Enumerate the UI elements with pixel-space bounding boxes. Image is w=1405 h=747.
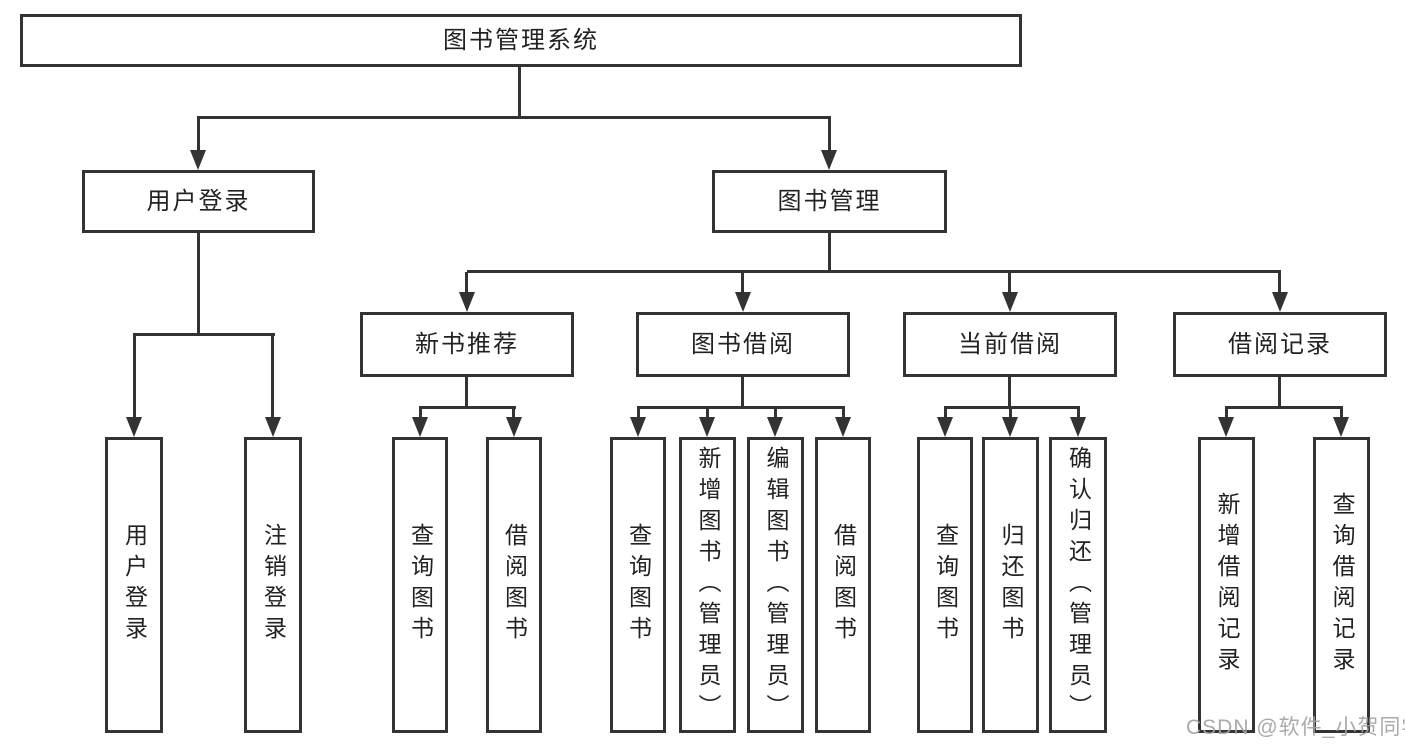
arrow-down-icon	[459, 292, 475, 312]
connector-line	[133, 335, 136, 419]
arrow-down-icon	[190, 150, 206, 170]
node-current-borrowing-label: 当前借阅	[958, 330, 1062, 358]
leaf-add-book-admin: 新增图书（管理员）	[679, 437, 736, 733]
connector-line	[828, 118, 831, 152]
node-current-borrowing: 当前借阅	[903, 312, 1117, 377]
node-user-login: 用户登录	[82, 170, 315, 233]
connector-line	[637, 406, 845, 409]
connector-line	[1008, 377, 1011, 408]
leaf-logout: 注销登录	[244, 437, 302, 733]
connector-line	[197, 116, 831, 119]
leaf-user-login: 用户登录	[105, 437, 163, 733]
arrow-down-icon	[937, 417, 953, 437]
leaf-add-borrow-record: 新增借阅记录	[1198, 437, 1255, 733]
connector-line	[1008, 272, 1011, 294]
connector-line	[706, 408, 709, 419]
leaf-return-book: 归还图书	[982, 437, 1039, 733]
arrow-down-icon	[767, 417, 783, 437]
connector-line	[1225, 408, 1228, 419]
node-user-login-label: 用户登录	[146, 187, 251, 215]
leaf-borrow-book-recommend-label: 借阅图书	[501, 523, 528, 647]
leaf-query-book-current: 查询图书	[917, 437, 973, 733]
connector-line	[465, 272, 468, 294]
arrow-down-icon	[1002, 292, 1018, 312]
arrow-down-icon	[1070, 417, 1086, 437]
node-book-management: 图书管理	[712, 170, 947, 233]
leaf-confirm-return-admin-label: 确认归还（管理员）	[1065, 445, 1092, 725]
leaf-confirm-return-admin: 确认归还（管理员）	[1049, 437, 1107, 733]
leaf-return-book-label: 归还图书	[998, 523, 1024, 647]
connector-line	[197, 118, 200, 152]
connector-line	[133, 333, 275, 336]
connector-line	[1278, 272, 1281, 294]
node-new-book-recommend: 新书推荐	[360, 312, 574, 377]
csdn-watermark: CSDN @软件_小贺同学	[1186, 716, 1405, 739]
connector-line	[419, 408, 422, 419]
leaf-query-book-borrowing-label: 查询图书	[625, 523, 652, 647]
connector-line	[637, 408, 640, 419]
leaf-query-book-recommend-label: 查询图书	[407, 523, 434, 647]
connector-line	[774, 408, 777, 419]
leaf-add-borrow-record-label: 新增借阅记录	[1214, 492, 1240, 678]
arrow-down-icon	[835, 417, 851, 437]
node-book-borrowing: 图书借阅	[636, 312, 850, 377]
node-borrowing-records: 借阅记录	[1173, 312, 1387, 377]
leaf-logout-label: 注销登录	[260, 523, 287, 647]
connector-line	[512, 408, 515, 419]
node-library-system-label: 图书管理系统	[443, 26, 599, 54]
leaf-borrow-book-recommend: 借阅图书	[486, 437, 542, 733]
node-book-management-label: 图书管理	[777, 187, 882, 215]
connector-line	[197, 233, 200, 335]
arrow-down-icon	[630, 417, 646, 437]
node-book-borrowing-label: 图书借阅	[691, 330, 795, 358]
leaf-query-book-recommend: 查询图书	[392, 437, 448, 733]
connector-line	[271, 335, 274, 419]
arrow-down-icon	[265, 417, 281, 437]
leaf-borrow-book-label: 借阅图书	[830, 523, 857, 647]
leaf-edit-book-admin-label: 编辑图书（管理员）	[763, 445, 789, 725]
leaf-borrow-book: 借阅图书	[815, 437, 871, 733]
leaf-query-book-borrowing: 查询图书	[610, 437, 666, 733]
connector-line	[419, 406, 516, 409]
arrow-down-icon	[1333, 417, 1349, 437]
arrow-down-icon	[506, 417, 522, 437]
leaf-add-book-admin-label: 新增图书（管理员）	[695, 445, 721, 725]
connector-line	[1077, 408, 1080, 419]
connector-line	[1225, 406, 1343, 409]
connector-line	[1278, 377, 1281, 408]
node-borrowing-records-label: 借阅记录	[1228, 330, 1332, 358]
leaf-query-borrow-record-label: 查询借阅记录	[1329, 492, 1355, 678]
node-library-system: 图书管理系统	[20, 14, 1022, 67]
connector-line	[467, 270, 1281, 273]
leaf-user-login-label: 用户登录	[121, 523, 148, 647]
arrow-down-icon	[735, 292, 751, 312]
arrow-down-icon	[1272, 292, 1288, 312]
arrow-down-icon	[412, 417, 428, 437]
connector-line	[518, 67, 521, 118]
connector-line	[741, 272, 744, 294]
node-new-book-recommend-label: 新书推荐	[415, 330, 519, 358]
arrow-down-icon	[699, 417, 715, 437]
connector-line	[828, 233, 831, 273]
connector-line	[741, 377, 744, 408]
connector-line	[1009, 408, 1012, 419]
leaf-edit-book-admin: 编辑图书（管理员）	[747, 437, 804, 733]
arrow-down-icon	[821, 150, 837, 170]
connector-line	[465, 377, 468, 408]
connector-line	[944, 408, 947, 419]
arrow-down-icon	[1218, 417, 1234, 437]
arrow-down-icon	[1002, 417, 1018, 437]
leaf-query-book-current-label: 查询图书	[932, 523, 959, 647]
connector-line	[842, 408, 845, 419]
arrow-down-icon	[126, 417, 142, 437]
connector-line	[1340, 408, 1343, 419]
leaf-query-borrow-record: 查询借阅记录	[1313, 437, 1370, 733]
connector-line	[944, 406, 1080, 409]
